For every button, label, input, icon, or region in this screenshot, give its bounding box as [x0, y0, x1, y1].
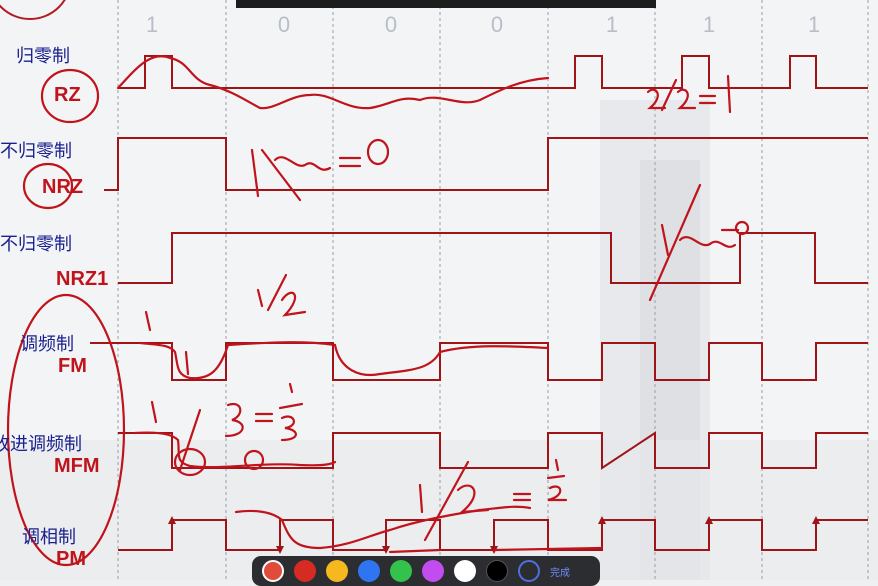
- rz-ink-trace: [116, 55, 550, 110]
- fm-cn-label: 调频制: [20, 334, 74, 355]
- bit-label-1: 1: [145, 12, 159, 37]
- undo-icon[interactable]: [518, 560, 540, 582]
- bit-label-3: 0: [384, 12, 398, 37]
- pen-blue-button[interactable]: [358, 560, 380, 582]
- bit-label-6: 1: [702, 12, 716, 37]
- nrz-waveform: [104, 137, 868, 191]
- nrz1-cn-label: 不归零制: [0, 234, 72, 255]
- left-brace-ellipse: [6, 293, 126, 567]
- annotation-toolbar: 完成: [252, 556, 600, 586]
- pm-cn-label: 调相制: [22, 527, 76, 548]
- bit-label-2: 0: [277, 12, 291, 37]
- pen-white-button[interactable]: [454, 560, 476, 582]
- done-button[interactable]: 完成: [550, 564, 570, 579]
- pen-green-button[interactable]: [390, 560, 412, 582]
- rz-cn-label: 归零制: [16, 46, 70, 67]
- rz-circle: [40, 68, 100, 124]
- mfm-circle: [173, 447, 207, 477]
- pen-red-button[interactable]: [294, 560, 316, 582]
- nrz-cn-label: 不归零制: [0, 141, 72, 162]
- pen-yellow-button[interactable]: [326, 560, 348, 582]
- bit-label-7: 1: [807, 12, 821, 37]
- mfm-en-label: MFM: [54, 455, 100, 477]
- record-tool-icon[interactable]: [262, 560, 284, 582]
- pen-black-button[interactable]: [486, 560, 508, 582]
- fm-ink-trace: [138, 341, 550, 380]
- pm-ink-low: [388, 546, 604, 554]
- rz-en-label: RZ: [54, 84, 81, 106]
- nrz-circle: [22, 162, 74, 210]
- pm-waveform: [118, 519, 868, 551]
- nrz1-waveform: [118, 232, 868, 284]
- fm-en-label: FM: [58, 355, 87, 377]
- nrz-en-label: NRZ: [42, 176, 84, 198]
- fm-waveform: [90, 342, 868, 381]
- nrz1-en-label: NRZ1: [56, 268, 109, 290]
- rz-waveform: [118, 55, 868, 89]
- bit-label-4: 0: [490, 12, 504, 37]
- mfm-ink-trace: [133, 431, 337, 469]
- pm-en-label: PM: [56, 548, 86, 570]
- mfm-cn-label: 改进调频制: [0, 434, 82, 455]
- bit-label-5: 1: [605, 12, 619, 37]
- pen-purple-button[interactable]: [422, 560, 444, 582]
